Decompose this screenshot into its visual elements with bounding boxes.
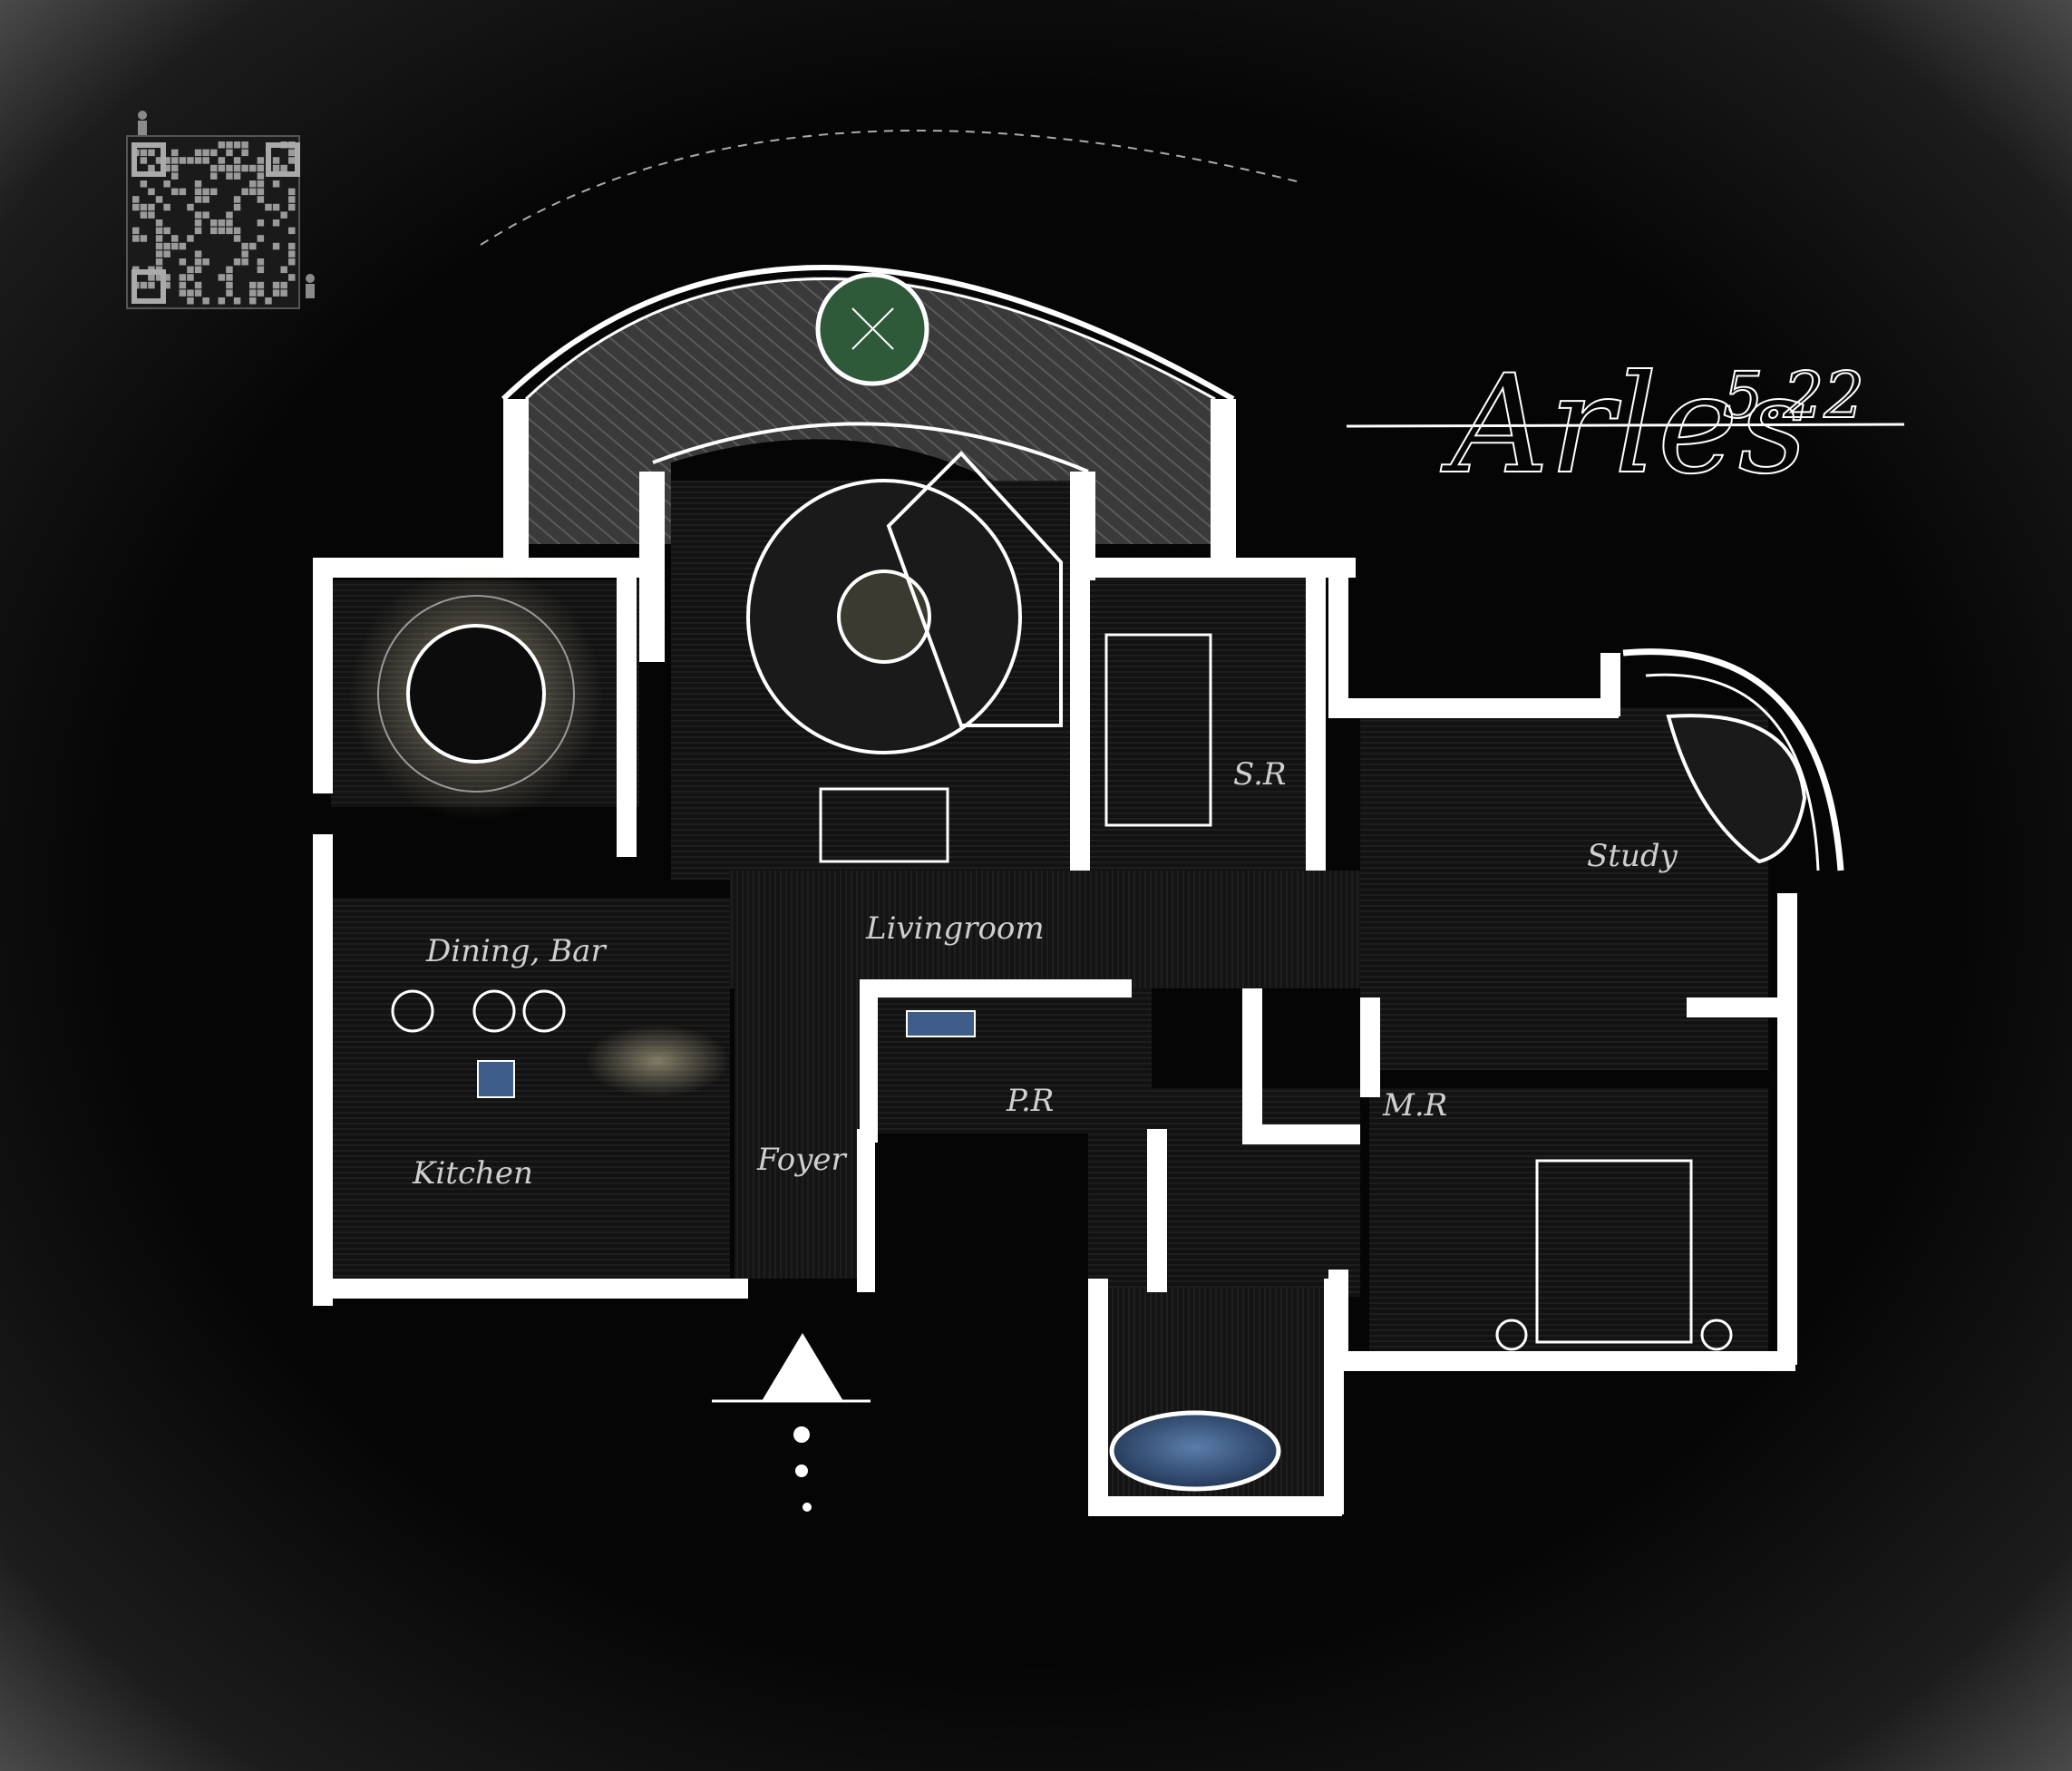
label-powder-room: P.R [1006, 1083, 1054, 1119]
beds [1104, 633, 1733, 1351]
balcony [480, 130, 1298, 544]
label-study: Study [1587, 838, 1678, 874]
label-dining: Dining, Bar [425, 933, 607, 969]
room-labels: Livingroom Dining, Bar Kitchen Foyer P.R… [412, 756, 1678, 1192]
label-second-room: S.R [1233, 756, 1287, 793]
bathtub [1109, 1410, 1281, 1492]
dining-table [349, 567, 603, 821]
study-curved-wall [1622, 648, 1844, 871]
walls [313, 399, 1797, 1516]
study-curved-wall-inner [1645, 673, 1820, 871]
qr-code-icon [126, 135, 300, 309]
signature: Arles 5.22 [1346, 345, 1905, 505]
label-kitchen: Kitchen [412, 1155, 533, 1192]
living-seating [746, 451, 1063, 863]
label-master-room: M.R [1382, 1087, 1447, 1124]
label-livingroom: Livingroom [865, 910, 1045, 947]
north-arrow-icon [712, 1333, 871, 1512]
floor-areas [331, 481, 1768, 1505]
study-desk [1666, 714, 1807, 864]
signature-date: 5.22 [1723, 358, 1864, 433]
signature-name: Arles [1440, 346, 1808, 504]
label-foyer: Foyer [756, 1142, 848, 1178]
human-scale-icon [138, 111, 315, 298]
kitchen-island [391, 989, 976, 1098]
